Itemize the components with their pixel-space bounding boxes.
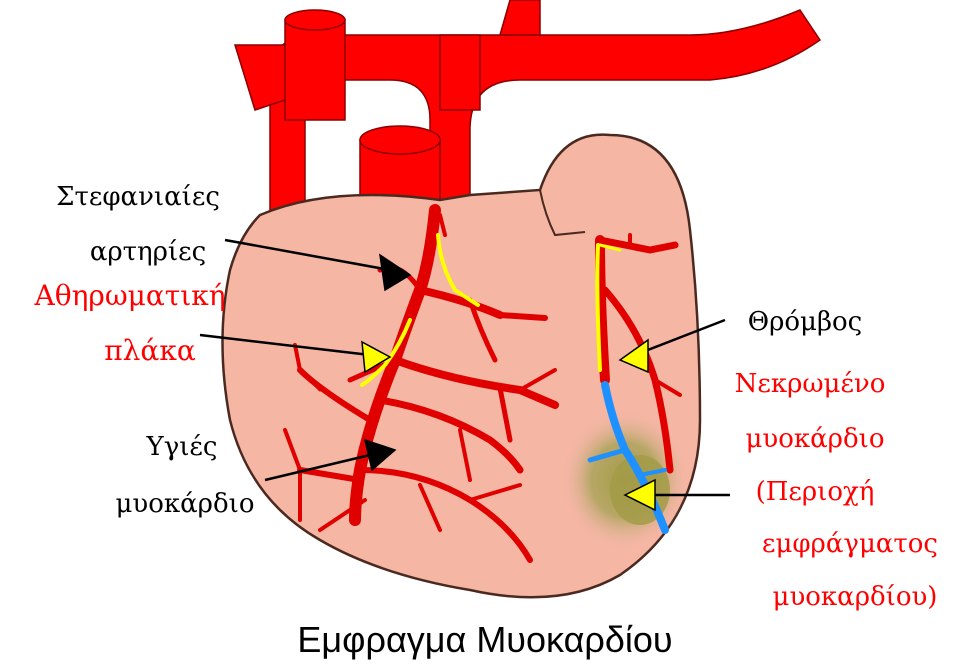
- necrotic-label-line4: εμφράγματος: [762, 529, 938, 559]
- necrotic-label-line2: μυοκάρδιο: [746, 424, 885, 454]
- plaque-label-line1: Αθηρωματική: [34, 279, 226, 312]
- coronary-label-line2: αρτηρίες: [90, 237, 206, 267]
- thrombus-label: Θρόμβος: [748, 307, 862, 337]
- healthy-label-line1: Υγιές: [146, 432, 218, 462]
- plaque-label-line2: πλάκα: [104, 334, 196, 367]
- coronary-label-line1: Στεφανιαίες: [56, 182, 220, 212]
- necrotic-label-line1: Νεκρωμένο: [735, 369, 886, 399]
- necrotic-label-line5: μυοκαρδίου): [773, 582, 938, 612]
- necrotic-label-line3: (Περιοχή: [756, 477, 875, 507]
- healthy-label-line2: μυοκάρδιο: [116, 489, 255, 519]
- diagram-title: Εμφραγμα Μυοκαρδίου: [297, 619, 672, 660]
